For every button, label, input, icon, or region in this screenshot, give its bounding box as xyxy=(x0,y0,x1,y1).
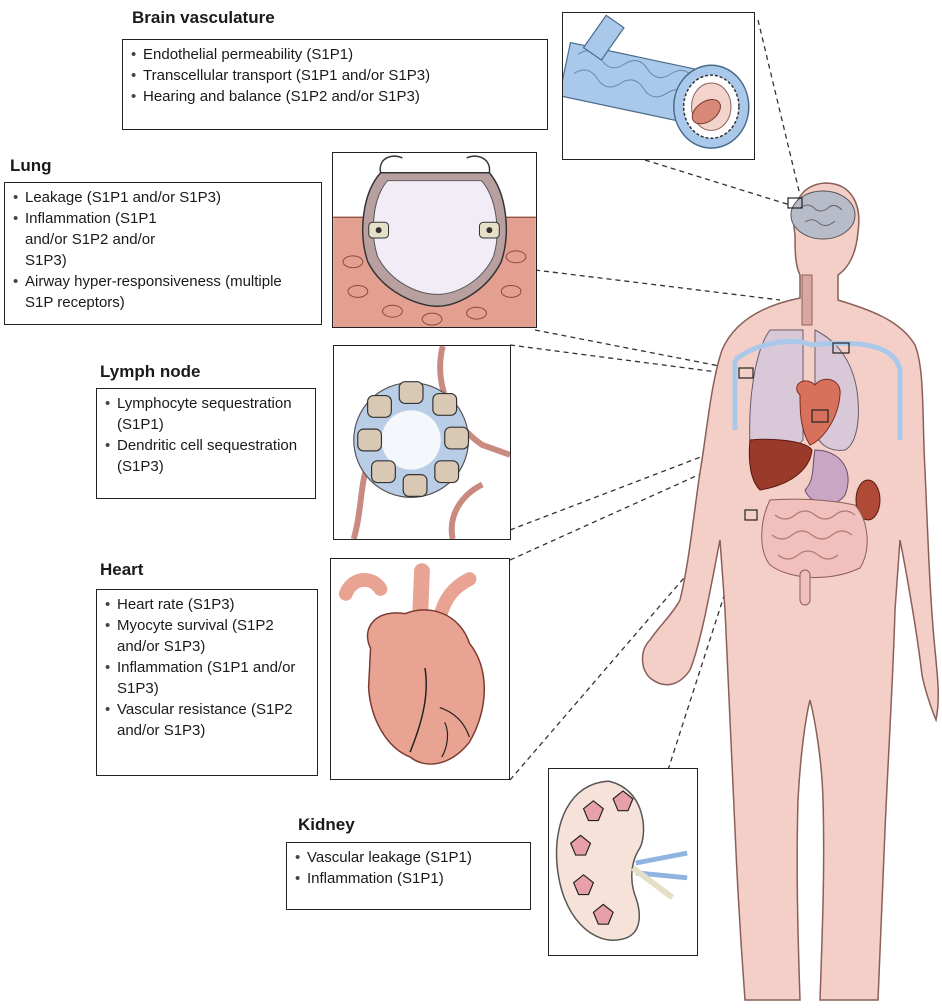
list-item: •Inflammation (S1P1) xyxy=(295,868,522,889)
list-item: •Hearing and balance (S1P2 and/or S1P3) xyxy=(131,86,539,107)
list-item: •Heart rate (S1P3) xyxy=(105,594,309,615)
list-item: •Vascular resistance (S1P2 and/or S1P3) xyxy=(105,699,309,741)
list-item: •Vascular leakage (S1P1) xyxy=(295,847,522,868)
list-item: •Leakage (S1P1 and/or S1P3) xyxy=(13,187,313,208)
lung-box: •Leakage (S1P1 and/or S1P3) •Inflammatio… xyxy=(4,182,322,325)
lymph-node-panel xyxy=(333,345,511,540)
kidney-box: •Vascular leakage (S1P1) •Inflammation (… xyxy=(286,842,531,910)
lung-title: Lung xyxy=(10,156,52,176)
list-item: •Inflammation (S1P1 and/or S1P2 and/or S… xyxy=(13,208,313,271)
list-item: •Transcellular transport (S1P1 and/or S1… xyxy=(131,65,539,86)
kidney-title: Kidney xyxy=(298,815,355,835)
list-item: •Endothelial permeability (S1P1) xyxy=(131,44,539,65)
lymph-node-box: •Lymphocyte sequestration (S1P1) •Dendri… xyxy=(96,388,316,499)
heart-box: •Heart rate (S1P3) •Myocyte survival (S1… xyxy=(96,589,318,776)
brain-vessel-panel xyxy=(562,12,755,160)
lymph-node-title: Lymph node xyxy=(100,362,200,382)
heart-panel xyxy=(330,558,510,780)
brain-vasculature-title: Brain vasculature xyxy=(132,8,275,28)
list-item: •Myocyte survival (S1P2 and/or S1P3) xyxy=(105,615,309,657)
list-item: •Airway hyper-responsiveness (multiple S… xyxy=(13,271,313,313)
list-item: •Dendritic cell sequestration (S1P3) xyxy=(105,435,307,477)
kidney-panel xyxy=(548,768,698,956)
list-item: •Lymphocyte sequestration (S1P1) xyxy=(105,393,307,435)
lung-alveolus-panel xyxy=(332,152,537,328)
heart-title: Heart xyxy=(100,560,143,580)
brain-vasculature-box: •Endothelial permeability (S1P1) •Transc… xyxy=(122,39,548,130)
list-item: •Inflammation (S1P1 and/or S1P3) xyxy=(105,657,309,699)
